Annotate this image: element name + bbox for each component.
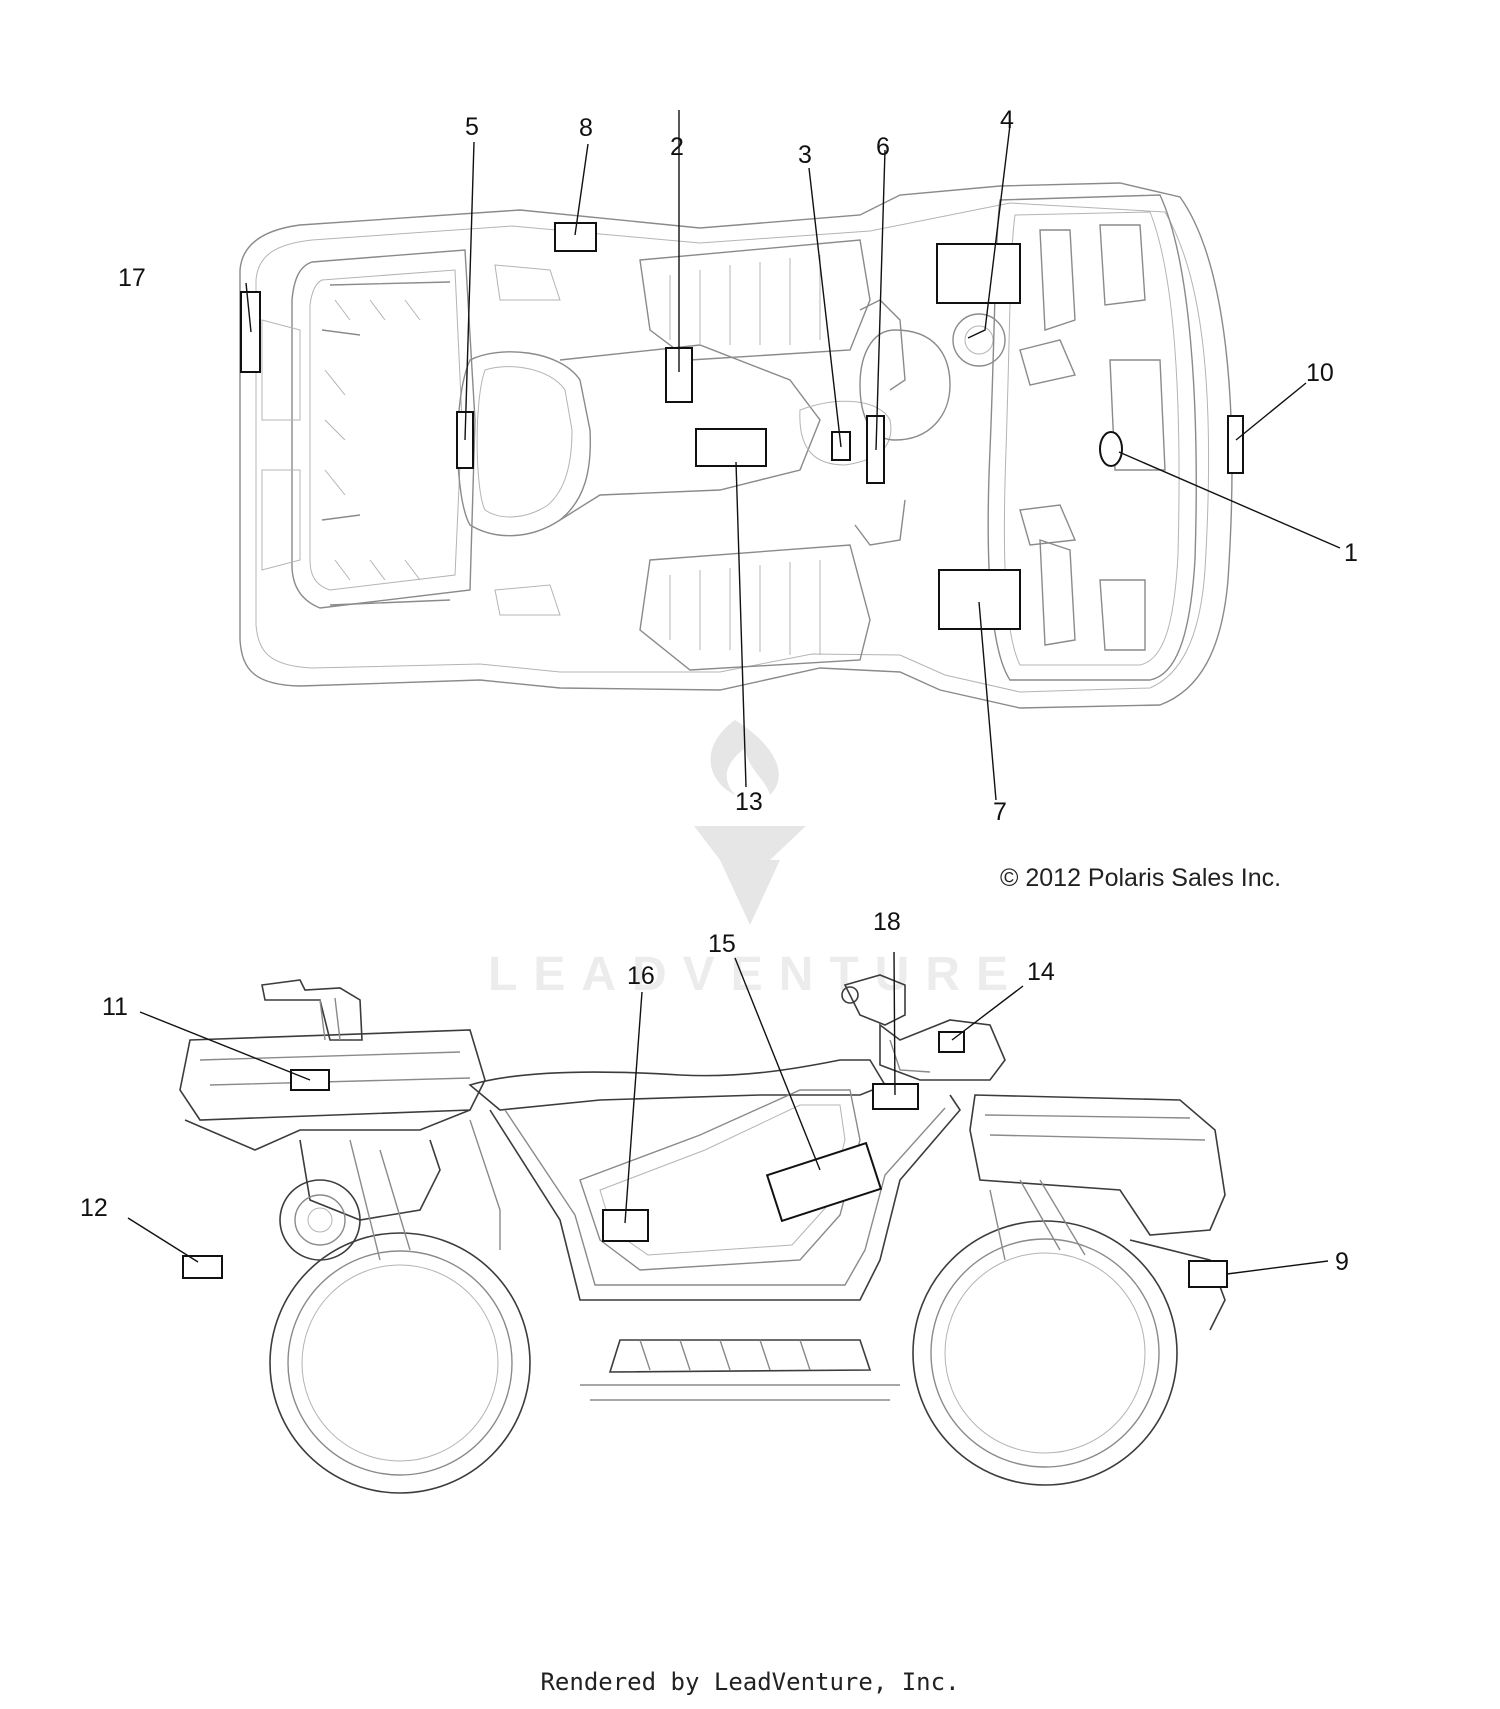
top-body-inner bbox=[255, 202, 1210, 693]
rear-rack bbox=[291, 249, 476, 609]
center-tank bbox=[559, 344, 821, 521]
watermark-logo: LEADVENTURE bbox=[488, 720, 1024, 1001]
callout-16: 16 bbox=[627, 962, 655, 990]
callout-18: 18 bbox=[873, 908, 901, 936]
right-footwell bbox=[639, 544, 871, 671]
callout-17: 17 bbox=[118, 264, 146, 292]
callout-8: 8 bbox=[579, 114, 593, 142]
leader-lines bbox=[127, 110, 1341, 1275]
atv-side-view bbox=[179, 974, 1226, 1494]
v-mark-icon bbox=[694, 826, 806, 925]
callout-11: 11 bbox=[102, 993, 128, 1021]
decal-9[interactable] bbox=[1188, 1260, 1228, 1288]
decal-7[interactable] bbox=[938, 569, 1021, 630]
front-rack bbox=[987, 194, 1197, 681]
decals-side bbox=[182, 1031, 1228, 1288]
atv-top-view bbox=[239, 182, 1233, 709]
callout-labels: 1 2 3 4 5 6 7 8 9 10 11 12 13 14 15 16 1… bbox=[80, 106, 1358, 1276]
callout-10: 10 bbox=[1306, 359, 1334, 387]
callout-13: 13 bbox=[735, 788, 763, 816]
left-footwell bbox=[639, 239, 871, 361]
decal-4[interactable] bbox=[936, 243, 1021, 304]
side-seat bbox=[468, 1059, 887, 1111]
front-wheel bbox=[912, 1220, 1178, 1486]
callout-6: 6 bbox=[876, 133, 890, 161]
callout-7: 7 bbox=[993, 798, 1007, 826]
callout-4: 4 bbox=[1000, 106, 1014, 134]
decals-top bbox=[240, 222, 1244, 630]
callout-5: 5 bbox=[465, 113, 479, 141]
footer-credit: Rendered by LeadVenture, Inc. bbox=[540, 1668, 960, 1696]
callout-15: 15 bbox=[708, 930, 736, 958]
copyright-notice: © 2012 Polaris Sales Inc. bbox=[1000, 864, 1282, 892]
callout-1: 1 bbox=[1344, 539, 1358, 567]
callout-12: 12 bbox=[80, 1194, 108, 1222]
top-body-outline bbox=[239, 182, 1233, 709]
callout-9: 9 bbox=[1335, 1248, 1349, 1276]
decal-10[interactable] bbox=[1227, 415, 1244, 474]
decal-1[interactable] bbox=[1099, 431, 1123, 467]
callout-3: 3 bbox=[798, 141, 812, 169]
decal-12[interactable] bbox=[182, 1255, 223, 1279]
main-frame bbox=[489, 1094, 962, 1301]
callout-2: 2 bbox=[670, 133, 684, 161]
decal-14[interactable] bbox=[938, 1031, 965, 1053]
side-front-rack bbox=[969, 1094, 1226, 1236]
footrest bbox=[608, 1339, 872, 1373]
watermark-text: LEADVENTURE bbox=[488, 948, 1024, 1001]
rear-wheel bbox=[269, 1232, 531, 1494]
handlebar bbox=[843, 974, 906, 1026]
decal-15[interactable] bbox=[765, 1141, 883, 1223]
callout-14: 14 bbox=[1027, 958, 1055, 986]
decal-13[interactable] bbox=[695, 428, 767, 467]
side-rear-rack bbox=[179, 1029, 486, 1121]
flame-icon bbox=[710, 720, 779, 795]
